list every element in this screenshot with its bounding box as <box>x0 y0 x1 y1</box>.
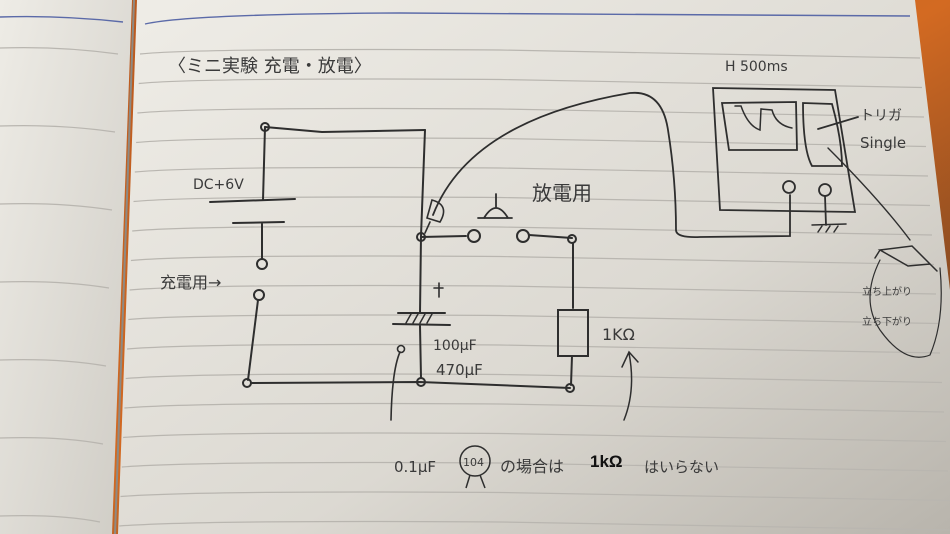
charge-switch-label: 充電用→ <box>160 273 221 292</box>
right-rule-line <box>134 166 929 177</box>
capacitor-marking-code: 104 <box>463 456 484 469</box>
scope-ground-lead <box>824 195 827 226</box>
charge-switch-terminal-1 <box>256 258 268 270</box>
wire-switch-left <box>420 235 467 238</box>
wire-bottom <box>250 380 571 389</box>
capacitor-plate-bottom <box>392 323 451 326</box>
right-rule-line <box>126 343 941 354</box>
scope-trigger-label: トリガ <box>860 108 902 124</box>
scope-panel <box>802 102 843 167</box>
discharge-switch-button <box>477 193 513 219</box>
probe-clip-left <box>396 344 406 354</box>
scope-trigger-lead <box>827 147 911 241</box>
junction-right-bottom <box>565 383 575 393</box>
capacitor-hatch <box>405 313 433 324</box>
notebook-gutter <box>114 0 135 534</box>
left-page <box>0 0 132 534</box>
arrow-to-resistor <box>621 350 639 421</box>
discharge-switch-terminal-1 <box>467 229 481 243</box>
left-rule-line <box>0 203 113 211</box>
scope-knob-line <box>817 116 859 130</box>
wire-top <box>264 126 426 134</box>
ruled-lines <box>0 47 950 531</box>
right-header-line <box>144 12 911 25</box>
left-rule-line <box>0 125 116 133</box>
right-rule-line <box>124 402 945 413</box>
capacitor-polarity-plus <box>433 282 444 298</box>
right-rule-line <box>121 461 949 472</box>
scope-mode-label: Single <box>860 134 906 152</box>
footnote-capacitance: 0.1μF <box>394 458 436 476</box>
left-rule-line <box>0 281 110 289</box>
probe-cable <box>432 91 791 239</box>
left-header-line <box>0 15 124 23</box>
right-rule-line <box>128 314 939 325</box>
right-rule-line <box>119 520 950 531</box>
trigger-note-falling: 立ち下がり <box>862 315 912 328</box>
right-rule-line <box>120 491 950 502</box>
right-page <box>118 0 950 534</box>
wire-battery-top <box>262 126 266 201</box>
scope-body <box>712 87 857 213</box>
battery-long-plate <box>209 198 296 203</box>
right-rule-line <box>132 225 933 236</box>
discharge-switch-label: 放電用 <box>532 181 592 205</box>
right-rule-line <box>130 255 935 266</box>
left-rule-line <box>0 437 104 445</box>
footnote: 0.1μF 104 の場合は 1kΩ はいらない <box>394 445 719 489</box>
capacitor-marking-leads <box>465 474 486 489</box>
junction-center-bottom <box>416 377 426 387</box>
right-rule-line <box>138 78 923 89</box>
right-rule-line <box>137 107 925 118</box>
resistor-label: 1KΩ <box>602 325 635 344</box>
footnote-overlay-1kohm: 1kΩ <box>590 452 623 471</box>
left-rule-line <box>0 47 119 55</box>
left-rule-line <box>0 359 107 367</box>
scope-timebase-label: H 500ms <box>725 59 788 75</box>
trigger-edge-sketch <box>874 245 938 272</box>
oscilloscope-sketch <box>712 87 942 358</box>
probe-clip-top <box>424 199 445 234</box>
scope-waveform <box>734 105 793 132</box>
right-rule-line <box>125 373 943 384</box>
wire-left-bottom <box>247 299 259 381</box>
page-title: 〈ミニ実験 充電・放電〉 <box>168 56 372 77</box>
battery-label: DC+6V <box>193 177 244 193</box>
wire-capacitor-bottom <box>419 325 422 379</box>
battery-short-plate <box>232 221 285 224</box>
footnote-middle: の場合は <box>500 457 564 476</box>
wire-switch-right <box>528 234 573 239</box>
left-rule-line <box>0 515 101 523</box>
scope-screen <box>720 101 798 151</box>
right-rule-line <box>129 284 937 295</box>
trigger-note-circle <box>869 259 942 358</box>
right-rule-line <box>136 137 927 148</box>
ground-icon <box>811 223 847 233</box>
scope-channel-1-jack <box>782 180 796 194</box>
capacitor-value-470: 470μF <box>436 361 483 379</box>
capacitor-value-100: 100μF <box>433 338 477 354</box>
trigger-note-rising: 立ち上がり <box>862 285 912 298</box>
capacitor-marking-circle <box>459 445 491 477</box>
right-rule-line <box>139 48 921 59</box>
probe-lead-left <box>390 351 401 421</box>
wire-resistor-bottom <box>570 355 573 386</box>
right-rule-line <box>133 196 931 207</box>
circuit-diagram <box>209 91 791 421</box>
footnote-suffix: はいらない <box>644 458 719 476</box>
right-rule-line <box>123 432 947 443</box>
